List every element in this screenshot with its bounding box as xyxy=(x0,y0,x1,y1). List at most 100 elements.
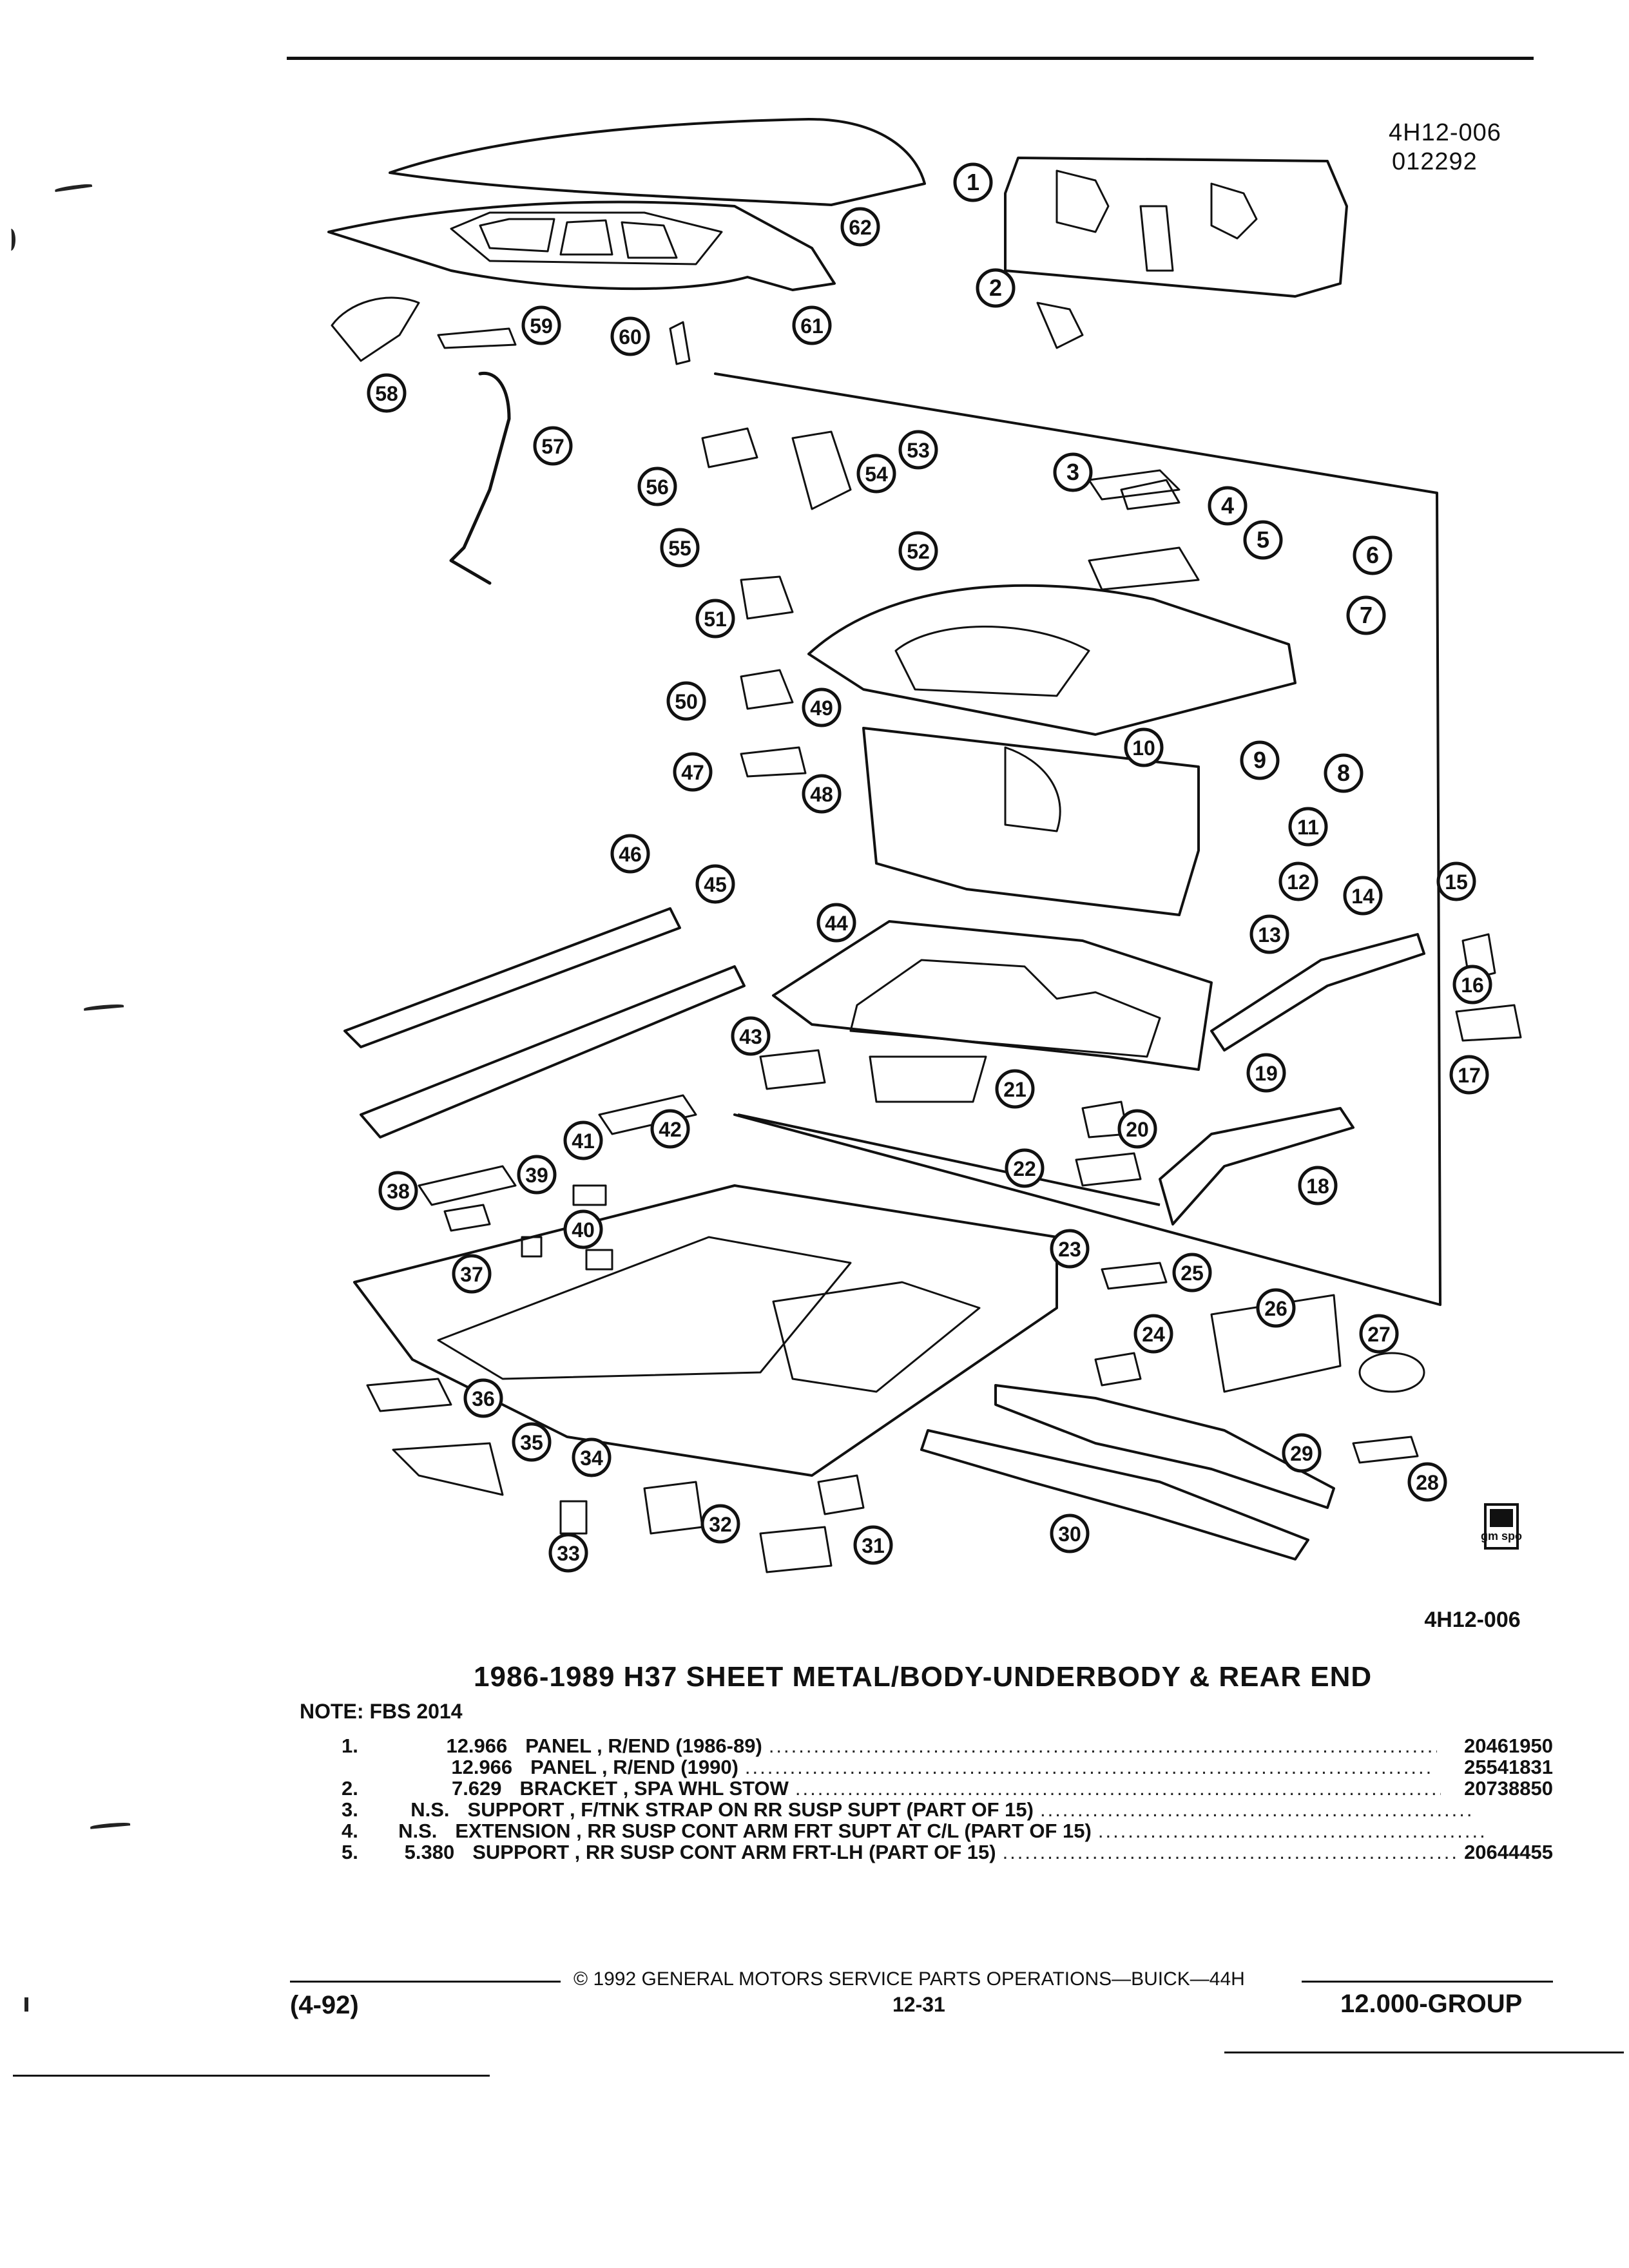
callout-label-58: 58 xyxy=(375,382,398,405)
callout-label-5: 5 xyxy=(1257,526,1269,553)
part-quantity: N.S. xyxy=(398,1820,438,1842)
callout-circle-10 xyxy=(1124,727,1164,767)
part-catalog-number: 20644455 xyxy=(1464,1841,1553,1863)
callout-circle-2 xyxy=(976,268,1016,308)
part-catalog-number: 20461950 xyxy=(1464,1735,1553,1757)
callout-circle-26 xyxy=(1256,1288,1296,1328)
parts-row: 3.N.S.SUPPORT , F/TNK STRAP ON RR SUSP S… xyxy=(342,1798,1553,1821)
callout-circle-22 xyxy=(1005,1148,1045,1188)
callout-label-33: 33 xyxy=(557,1542,580,1565)
callout-circle-7 xyxy=(1346,595,1386,635)
callout-circle-40 xyxy=(563,1209,603,1249)
callout-circle-30 xyxy=(1050,1514,1090,1553)
callout-label-17: 17 xyxy=(1458,1064,1481,1087)
callout-label-54: 54 xyxy=(865,463,888,486)
bottom-rule-left xyxy=(13,2075,490,2077)
callout-circle-32 xyxy=(700,1504,740,1544)
callout-circle-21 xyxy=(995,1069,1035,1109)
rear-compartment-outline xyxy=(714,372,1441,1306)
margin-mark xyxy=(90,1821,131,1829)
callout-circle-37 xyxy=(452,1254,492,1294)
callout-label-9: 9 xyxy=(1253,747,1266,773)
callout-circle-52 xyxy=(898,531,938,571)
part-quantity: 7.629 xyxy=(451,1777,502,1800)
figure-code: 4H12-006 xyxy=(1424,1608,1520,1632)
callout-label-43: 43 xyxy=(739,1025,762,1048)
callout-label-29: 29 xyxy=(1290,1442,1313,1465)
callout-circle-48 xyxy=(802,774,842,814)
part-quantity: 12.966 xyxy=(451,1756,513,1778)
deck-lid-inner-part xyxy=(327,200,836,291)
callout-label-24: 24 xyxy=(1142,1323,1165,1346)
callout-label-36: 36 xyxy=(472,1387,495,1410)
callout-circle-15 xyxy=(1436,861,1476,901)
footer-date: (4-92) xyxy=(290,1991,359,2019)
part-quantity: 12.966 xyxy=(446,1735,508,1757)
callout-label-32: 32 xyxy=(709,1513,732,1536)
callout-circle-51 xyxy=(695,599,735,639)
callout-label-1: 1 xyxy=(967,169,979,195)
callout-circle-50 xyxy=(666,681,706,721)
callout-circle-8 xyxy=(1324,753,1364,793)
callout-circle-56 xyxy=(637,466,677,506)
callout-circle-16 xyxy=(1452,965,1492,1004)
part-description: SUPPORT , RR SUSP CONT ARM FRT-LH (PART … xyxy=(472,1841,996,1863)
callout-label-20: 20 xyxy=(1126,1118,1149,1141)
callout-label-60: 60 xyxy=(619,325,642,349)
callout-label-31: 31 xyxy=(862,1534,885,1557)
callout-circle-33 xyxy=(548,1533,588,1573)
part-number-label: 5. xyxy=(342,1841,358,1863)
footer-rule-left xyxy=(290,1981,561,1983)
footer-group: 12.000-GROUP xyxy=(1340,1990,1523,2018)
callout-label-7: 7 xyxy=(1360,602,1373,628)
callout-label-49: 49 xyxy=(810,697,833,720)
callout-circle-19 xyxy=(1246,1053,1286,1093)
part-number-label: 3. xyxy=(342,1798,358,1821)
callout-circle-27 xyxy=(1359,1314,1399,1354)
callout-label-19: 19 xyxy=(1255,1062,1278,1085)
callout-label-6: 6 xyxy=(1366,542,1379,568)
section-title: 1986-1989 H37 SHEET METAL/BODY-UNDERBODY… xyxy=(474,1661,1373,1693)
callout-circle-6 xyxy=(1353,535,1393,575)
callout-circle-45 xyxy=(695,864,735,904)
callout-label-39: 39 xyxy=(525,1164,548,1187)
callout-circle-44 xyxy=(816,903,856,943)
callout-circle-25 xyxy=(1172,1253,1212,1293)
support-rod-part xyxy=(449,371,511,585)
callout-label-47: 47 xyxy=(681,761,704,784)
callout-circle-3 xyxy=(1053,452,1093,492)
callout-label-12: 12 xyxy=(1287,870,1310,894)
leader-dots: ........................................… xyxy=(795,1777,1441,1800)
frame-rail-30-part xyxy=(920,1429,1309,1561)
callout-circle-31 xyxy=(853,1525,893,1565)
callout-label-59: 59 xyxy=(530,314,553,338)
callout-label-11: 11 xyxy=(1297,816,1319,839)
callout-circle-49 xyxy=(802,687,842,727)
callout-label-26: 26 xyxy=(1264,1297,1287,1320)
callout-label-4: 4 xyxy=(1221,492,1234,519)
frame-rail-29-part xyxy=(994,1384,1335,1509)
svg-text:gm spo: gm spo xyxy=(1481,1530,1522,1542)
note-text: NOTE: FBS 2014 xyxy=(300,1700,463,1723)
callout-circle-9 xyxy=(1240,740,1280,780)
part-description: EXTENSION , RR SUSP CONT ARM FRT SUPT AT… xyxy=(455,1820,1092,1842)
callout-label-3: 3 xyxy=(1066,459,1079,485)
callout-circle-11 xyxy=(1288,807,1328,847)
callout-circle-54 xyxy=(856,454,896,494)
margin-mark xyxy=(6,229,15,251)
part-quantity: 5.380 xyxy=(404,1841,455,1863)
top-rule xyxy=(287,57,1534,60)
header-code: 4H12-006 xyxy=(1389,119,1501,146)
callout-circle-57 xyxy=(533,426,573,466)
callout-circle-1 xyxy=(953,162,993,202)
callout-label-44: 44 xyxy=(825,912,848,935)
main-floor-pan-part xyxy=(353,1184,1058,1477)
callout-label-38: 38 xyxy=(387,1180,410,1203)
callout-label-48: 48 xyxy=(810,783,833,806)
callout-circle-39 xyxy=(517,1155,557,1195)
callout-label-34: 34 xyxy=(580,1446,603,1470)
leader-dots: ........................................… xyxy=(768,1735,1437,1757)
callout-label-42: 42 xyxy=(659,1118,682,1141)
